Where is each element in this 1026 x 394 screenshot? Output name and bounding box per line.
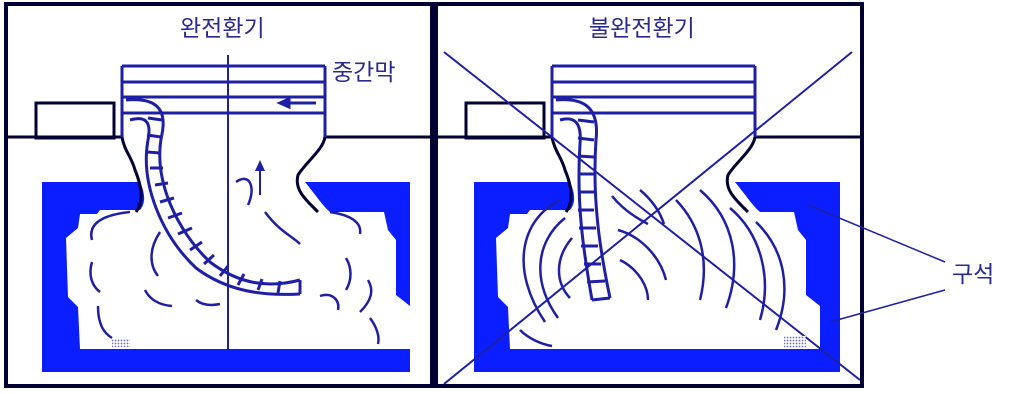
intake-duct-left bbox=[120, 64, 327, 137]
residue-spot-right bbox=[784, 336, 806, 348]
incomplete-ventilation-panel bbox=[434, 2, 864, 388]
cylinder-head-outline-right bbox=[438, 135, 862, 214]
panel-frame-right bbox=[434, 2, 864, 388]
housing-box-right bbox=[464, 101, 546, 140]
upward-arrow-left bbox=[255, 160, 265, 195]
jet-tube-left bbox=[125, 98, 302, 296]
membrane-label: 중간막 bbox=[330, 60, 398, 86]
residue-spot-left bbox=[112, 339, 130, 347]
complete-ventilation-panel bbox=[0, 0, 434, 388]
cross-out-x bbox=[443, 51, 861, 385]
cylinder-head-outline-left bbox=[8, 135, 432, 214]
corner-leader-lines bbox=[807, 204, 946, 323]
panel-frame-left bbox=[4, 2, 434, 388]
cylinder-wall-right bbox=[474, 182, 840, 372]
cylinder-wall-left bbox=[0, 0, 410, 372]
intake-duct-right bbox=[550, 64, 757, 137]
panel-title-right: 불완전환기 bbox=[585, 16, 699, 42]
panel-title-left: 완전환기 bbox=[176, 16, 269, 42]
jet-tube-right bbox=[555, 98, 612, 302]
corner-label: 구석 bbox=[950, 262, 997, 288]
housing-box-left bbox=[34, 101, 116, 140]
flow-lines-left bbox=[89, 177, 380, 345]
